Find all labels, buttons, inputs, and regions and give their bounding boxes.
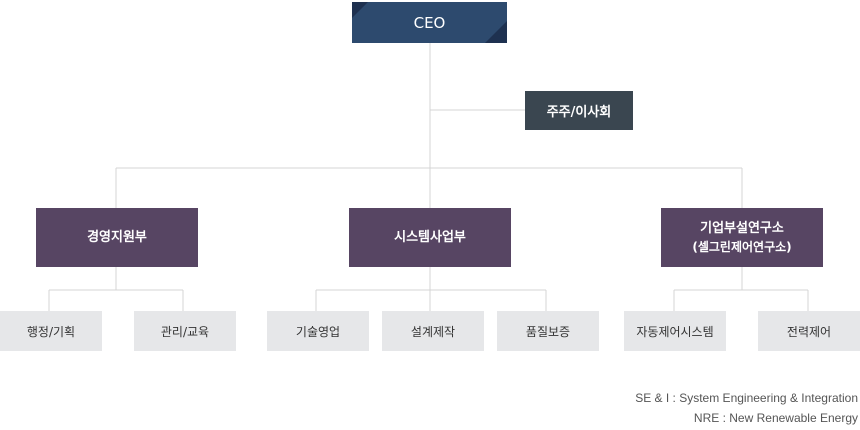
team-label: 품질보증 bbox=[525, 324, 571, 339]
team-automation-system: 자동제어시스템 bbox=[624, 311, 726, 351]
dept-system-business: 시스템사업부 bbox=[349, 208, 511, 267]
team-power-control: 전력제어 bbox=[758, 311, 860, 351]
team-label: 기술영업 bbox=[295, 324, 341, 339]
team-admin-planning: 행정/기획 bbox=[0, 311, 102, 351]
corner-accent bbox=[352, 2, 368, 18]
abbreviation-legend: SE & I : System Engineering & Integratio… bbox=[635, 388, 858, 428]
legend-line: SE & I : System Engineering & Integratio… bbox=[635, 391, 858, 405]
team-label: 자동제어시스템 bbox=[636, 324, 714, 339]
team-label: 관리/교육 bbox=[160, 324, 210, 339]
legend-line: NRE : New Renewable Energy bbox=[693, 411, 858, 425]
team-management-education: 관리/교육 bbox=[134, 311, 236, 351]
ceo-box: CEO bbox=[352, 2, 507, 43]
board-label: 주주/이사회 bbox=[546, 105, 612, 120]
team-label: 전력제어 bbox=[786, 324, 832, 339]
dept-management-support: 경영지원부 bbox=[36, 208, 198, 267]
dept-label: 경영지원부 bbox=[87, 230, 147, 245]
ceo-label: CEO bbox=[413, 13, 446, 32]
dept-label: 시스템사업부 bbox=[394, 230, 466, 245]
board-box: 주주/이사회 bbox=[525, 91, 633, 130]
team-design-production: 설계제작 bbox=[382, 311, 484, 351]
corner-accent bbox=[485, 21, 507, 43]
dept-research-institute: 기업부설연구소 (셀그린제어연구소) bbox=[661, 208, 823, 267]
team-quality-assurance: 품질보증 bbox=[497, 311, 599, 351]
dept-sublabel: (셀그린제어연구소) bbox=[692, 239, 792, 254]
team-label: 설계제작 bbox=[410, 324, 456, 339]
team-technical-sales: 기술영업 bbox=[267, 311, 369, 351]
dept-label: 기업부설연구소 bbox=[700, 220, 784, 236]
team-label: 행정/기획 bbox=[26, 324, 76, 339]
